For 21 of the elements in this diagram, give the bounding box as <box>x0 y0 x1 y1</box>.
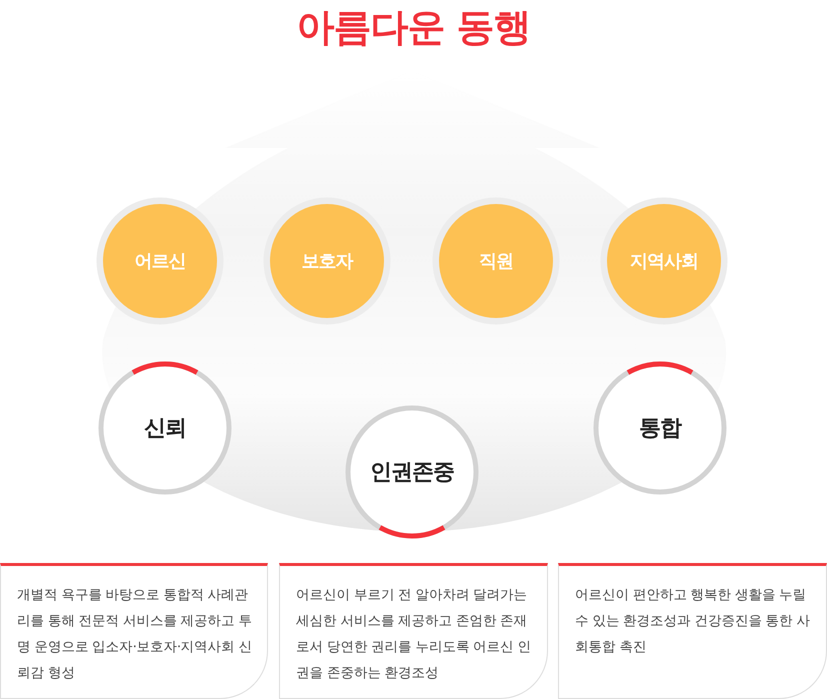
stakeholder-circle <box>432 197 560 325</box>
description-text: 어르신이 부르기 전 알아차려 달려가는 세심한 서비스를 제공하고 존엄한 존재로서 당연한 권리를 누리도록 어르신 인권을 존중하는 환경조성 <box>296 586 532 683</box>
stakeholder-circle <box>96 197 224 325</box>
value-label: 통합 <box>638 415 682 443</box>
value-label: 인권존중 <box>369 459 455 487</box>
value-label: 신뢰 <box>143 415 187 443</box>
description-card <box>0 563 268 699</box>
stakeholder-circle <box>600 197 728 325</box>
value-circle <box>345 405 479 539</box>
description-text: 개별적 욕구를 바탕으로 통합적 사례관리를 통해 전문적 서비스를 제공하고 투명 운영으로 입소자·보호자·지역사회 신뢰감 형성 <box>17 586 253 683</box>
value-circle <box>593 361 727 495</box>
circle-label: 지역사회 <box>629 250 699 273</box>
circle-label: 어르신 <box>134 250 186 273</box>
circle-label: 직원 <box>478 250 514 273</box>
description-card <box>279 563 548 699</box>
description-text: 어르신이 편안하고 행복한 생활을 누릴 수 있는 환경조성과 건강증진을 통한 사회통합 촉진 <box>575 586 811 657</box>
title: 아름다운 동행 <box>295 4 532 51</box>
description-card <box>558 563 827 699</box>
stakeholder-circle <box>263 197 391 325</box>
value-circle <box>98 361 232 495</box>
circle-label: 보호자 <box>300 250 354 273</box>
